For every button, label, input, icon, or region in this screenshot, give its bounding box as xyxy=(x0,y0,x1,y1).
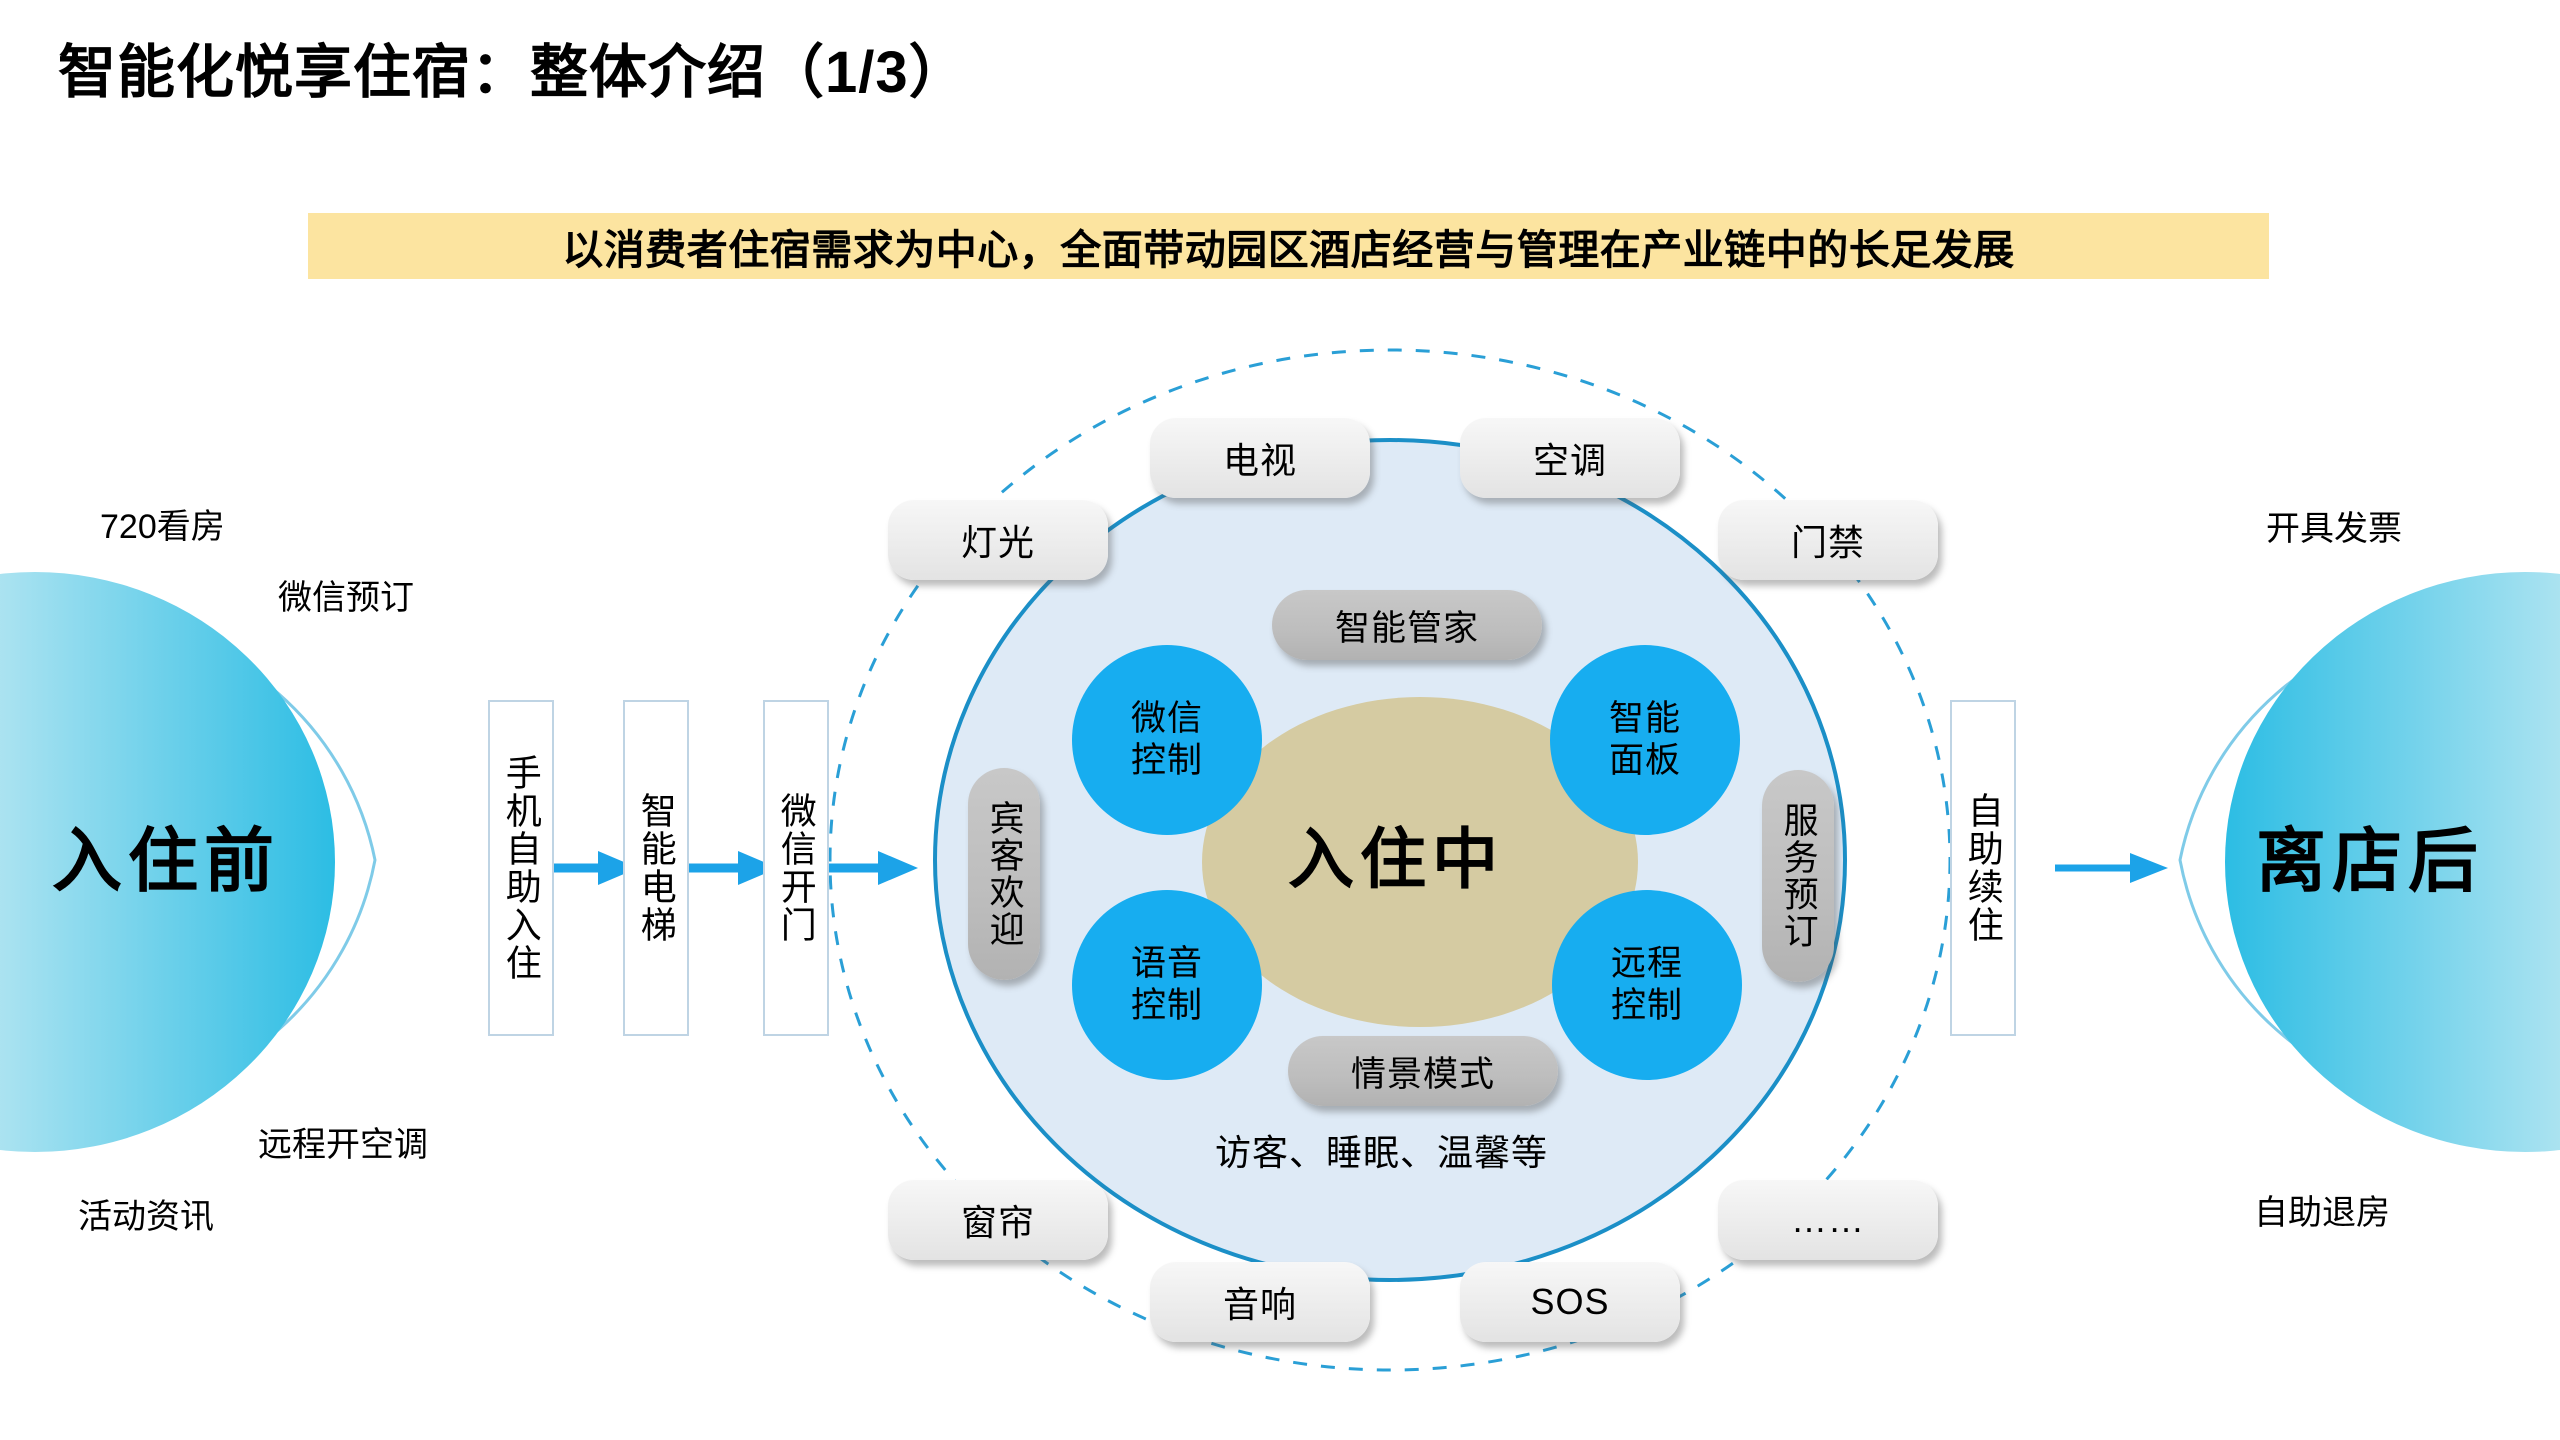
after-label-invoice: 开具发票 xyxy=(2266,510,2402,548)
feature-circle-label: 语音 控制 xyxy=(1130,944,1203,1025)
before-label-720: 720看房 xyxy=(100,508,225,546)
flow-box-label: 手机自助入住 xyxy=(500,754,542,982)
flow-box-label: 自助续住 xyxy=(1962,792,2004,944)
device-pill-sos[interactable]: SOS xyxy=(1460,1262,1680,1342)
before-label-wechat-booking: 微信预订 xyxy=(278,579,414,617)
gray-pill-scene-mode[interactable]: 情景模式 xyxy=(1288,1036,1558,1106)
flow-arrow-4 xyxy=(2055,853,2168,883)
flow-box-mobile-self-checkin[interactable]: 手机自助入住 xyxy=(488,700,554,1036)
highlight-banner-text: 以消费者住宿需求为中心，全面带动园区酒店经营与管理在产业链中的长足发展 xyxy=(562,227,2015,273)
device-pill-access-control[interactable]: 门禁 xyxy=(1718,500,1938,580)
feature-circle-remote-control[interactable]: 远程 控制 xyxy=(1552,890,1742,1080)
during-stage-title: 入住中 xyxy=(1288,822,1504,896)
flow-box-label: 微信开门 xyxy=(775,792,817,944)
before-label-remote-aircon: 远程开空调 xyxy=(258,1126,428,1164)
feature-circle-voice-control[interactable]: 语音 控制 xyxy=(1072,890,1262,1080)
device-pill-label: 音响 xyxy=(1222,1284,1297,1325)
device-pill-label: SOS xyxy=(1530,1281,1610,1322)
feature-circle-label: 微信 控制 xyxy=(1130,699,1203,780)
stay-core-ellipse xyxy=(1202,697,1638,1027)
before-stage-title: 入住前 xyxy=(52,822,280,900)
device-pill-label: 电视 xyxy=(1222,440,1297,481)
device-pill-light[interactable]: 灯光 xyxy=(888,500,1108,580)
device-pill-more[interactable]: …… xyxy=(1718,1180,1938,1260)
device-pill-label: 灯光 xyxy=(960,522,1035,563)
feature-circle-smart-panel[interactable]: 智能 面板 xyxy=(1550,645,1740,835)
gray-pill-label: 宾客欢迎 xyxy=(984,800,1024,948)
flow-box-smart-elevator[interactable]: 智能电梯 xyxy=(623,700,689,1036)
flow-box-self-extend-stay[interactable]: 自助续住 xyxy=(1950,700,2016,1036)
gray-pill-guest-welcome[interactable]: 宾客欢迎 xyxy=(968,768,1040,980)
gray-pill-label: 情景模式 xyxy=(1350,1054,1495,1094)
device-pill-label: 空调 xyxy=(1532,440,1607,481)
flow-arrow-3 xyxy=(828,851,918,885)
feature-circle-label: 智能 面板 xyxy=(1608,699,1681,780)
gray-pill-label: 服务预订 xyxy=(1778,802,1818,950)
after-stage-title: 离店后 xyxy=(2256,822,2484,900)
device-pill-label: 窗帘 xyxy=(960,1202,1035,1243)
feature-circle-label: 远程 控制 xyxy=(1610,944,1683,1025)
flow-box-label: 智能电梯 xyxy=(635,792,677,944)
before-label-activity-news: 活动资讯 xyxy=(78,1198,214,1236)
before-stage-ellipse xyxy=(0,572,335,1152)
page-title: 智能化悦享住宿：整体介绍（1/3） xyxy=(58,40,968,105)
device-pill-label: …… xyxy=(1791,1199,1865,1240)
device-pill-aircon[interactable]: 空调 xyxy=(1460,418,1680,498)
after-label-self-checkout: 自助退房 xyxy=(2254,1194,2390,1232)
highlight-banner: 以消费者住宿需求为中心，全面带动园区酒店经营与管理在产业链中的长足发展 xyxy=(308,213,2269,279)
gray-pill-smart-butler[interactable]: 智能管家 xyxy=(1272,590,1542,660)
flow-box-wechat-door[interactable]: 微信开门 xyxy=(763,700,829,1036)
device-pill-tv[interactable]: 电视 xyxy=(1150,418,1370,498)
feature-circle-wechat-control[interactable]: 微信 控制 xyxy=(1072,645,1262,835)
device-pill-speaker[interactable]: 音响 xyxy=(1150,1262,1370,1342)
after-stage-ellipse xyxy=(2225,572,2560,1152)
device-pill-curtain[interactable]: 窗帘 xyxy=(888,1180,1108,1260)
scene-mode-note: 访客、睡眠、温馨等 xyxy=(1215,1132,1549,1173)
gray-pill-label: 智能管家 xyxy=(1334,608,1479,648)
flow-arrow-2 xyxy=(688,851,778,885)
gray-pill-service-booking[interactable]: 服务预订 xyxy=(1762,770,1834,982)
device-pill-label: 门禁 xyxy=(1790,522,1865,563)
flow-arrow-1 xyxy=(548,851,638,885)
